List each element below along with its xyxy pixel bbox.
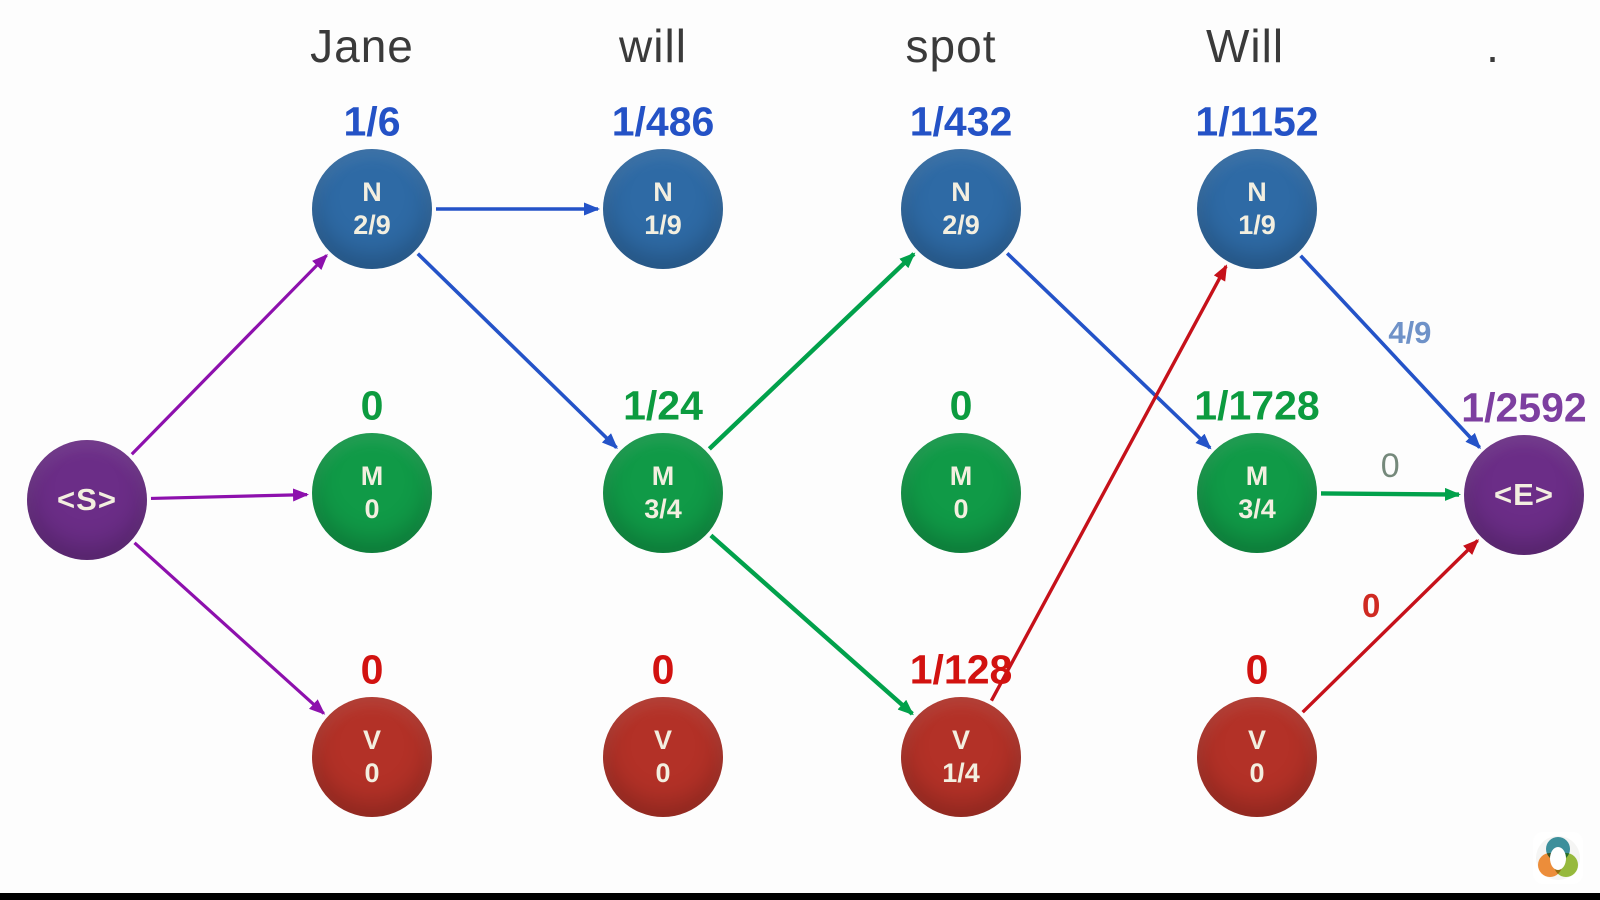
viterbi-prob: 1/1152 <box>1195 98 1319 145</box>
viterbi-prob: 0 <box>1245 646 1269 693</box>
state-tag: V <box>362 725 381 756</box>
state-emission-value: 2/9 <box>942 210 980 240</box>
state-emission-value: 3/4 <box>1238 494 1276 524</box>
transition-edge-32-E <box>1301 539 1480 714</box>
venn-logo <box>1533 832 1583 884</box>
viterbi-prob: 0 <box>360 382 384 429</box>
end-node: <E> <box>1464 435 1584 555</box>
viterbi-prob: 1/128 <box>909 646 1013 693</box>
state-tag: N <box>1247 177 1267 208</box>
transition-edge-00-11 <box>416 252 618 449</box>
viterbi-prob: 1/1728 <box>1194 382 1320 429</box>
viterbi-prob: 1/24 <box>623 382 703 429</box>
state-tag: M <box>360 461 384 492</box>
state-tag: M <box>1245 461 1269 492</box>
footer-bar <box>0 893 1600 900</box>
start-node: <S> <box>27 440 147 560</box>
state-emission-value: 0 <box>364 494 380 524</box>
word-header: Will <box>1205 20 1285 72</box>
state-tag: N <box>951 177 971 208</box>
transition-edge-30-E <box>1299 254 1482 449</box>
state-emission-value: 1/9 <box>1238 210 1276 240</box>
transition-edge-S-00 <box>130 254 328 456</box>
start-label: <S> <box>57 482 117 518</box>
transition-edge-11-22 <box>709 533 914 716</box>
transition-edge-22-30 <box>989 264 1228 702</box>
transition-edge-S-02 <box>133 541 326 715</box>
word-header: will <box>619 20 687 72</box>
viterbi-prob: 0 <box>949 382 973 429</box>
edge-probability-label: 0 <box>1381 447 1400 485</box>
state-emission-value: 1/9 <box>644 210 682 240</box>
state-tag: M <box>949 461 973 492</box>
transition-edge-31-E <box>1320 487 1462 501</box>
transition-edge-S-01 <box>150 488 310 502</box>
state-tag: M <box>651 461 675 492</box>
state-emission-value: 0 <box>1249 758 1265 788</box>
state-tag: V <box>951 725 970 756</box>
viterbi-prob: 0 <box>651 646 675 693</box>
transition-edge-20-31 <box>1005 252 1212 450</box>
word-header: spot <box>905 20 997 72</box>
transition-edge-11-20 <box>707 252 916 451</box>
viterbi-prob: 1/432 <box>909 98 1013 145</box>
state-emission-value: 1/4 <box>942 758 980 788</box>
end-label: <E> <box>1494 477 1554 513</box>
state-tag: N <box>362 177 382 208</box>
logo-egg <box>1550 847 1566 870</box>
word-header: Jane <box>310 20 414 72</box>
edge-probability-label: 0 <box>1362 587 1380 624</box>
state-emission-value: 3/4 <box>644 494 682 524</box>
state-emission-value: 0 <box>655 758 671 788</box>
word-header: . <box>1486 20 1500 72</box>
state-emission-value: 0 <box>953 494 969 524</box>
edge-probability-label: 4/9 <box>1388 315 1431 350</box>
viterbi-prob: 0 <box>360 646 384 693</box>
viterbi-prob: 1/486 <box>611 98 715 145</box>
state-tag: V <box>653 725 672 756</box>
state-tag: N <box>653 177 673 208</box>
viterbi-prob: 1/2592 <box>1461 384 1587 431</box>
state-emission-value: 2/9 <box>353 210 391 240</box>
viterbi-prob: 1/6 <box>343 98 401 145</box>
state-tag: V <box>1247 725 1266 756</box>
state-emission-value: 0 <box>364 758 380 788</box>
